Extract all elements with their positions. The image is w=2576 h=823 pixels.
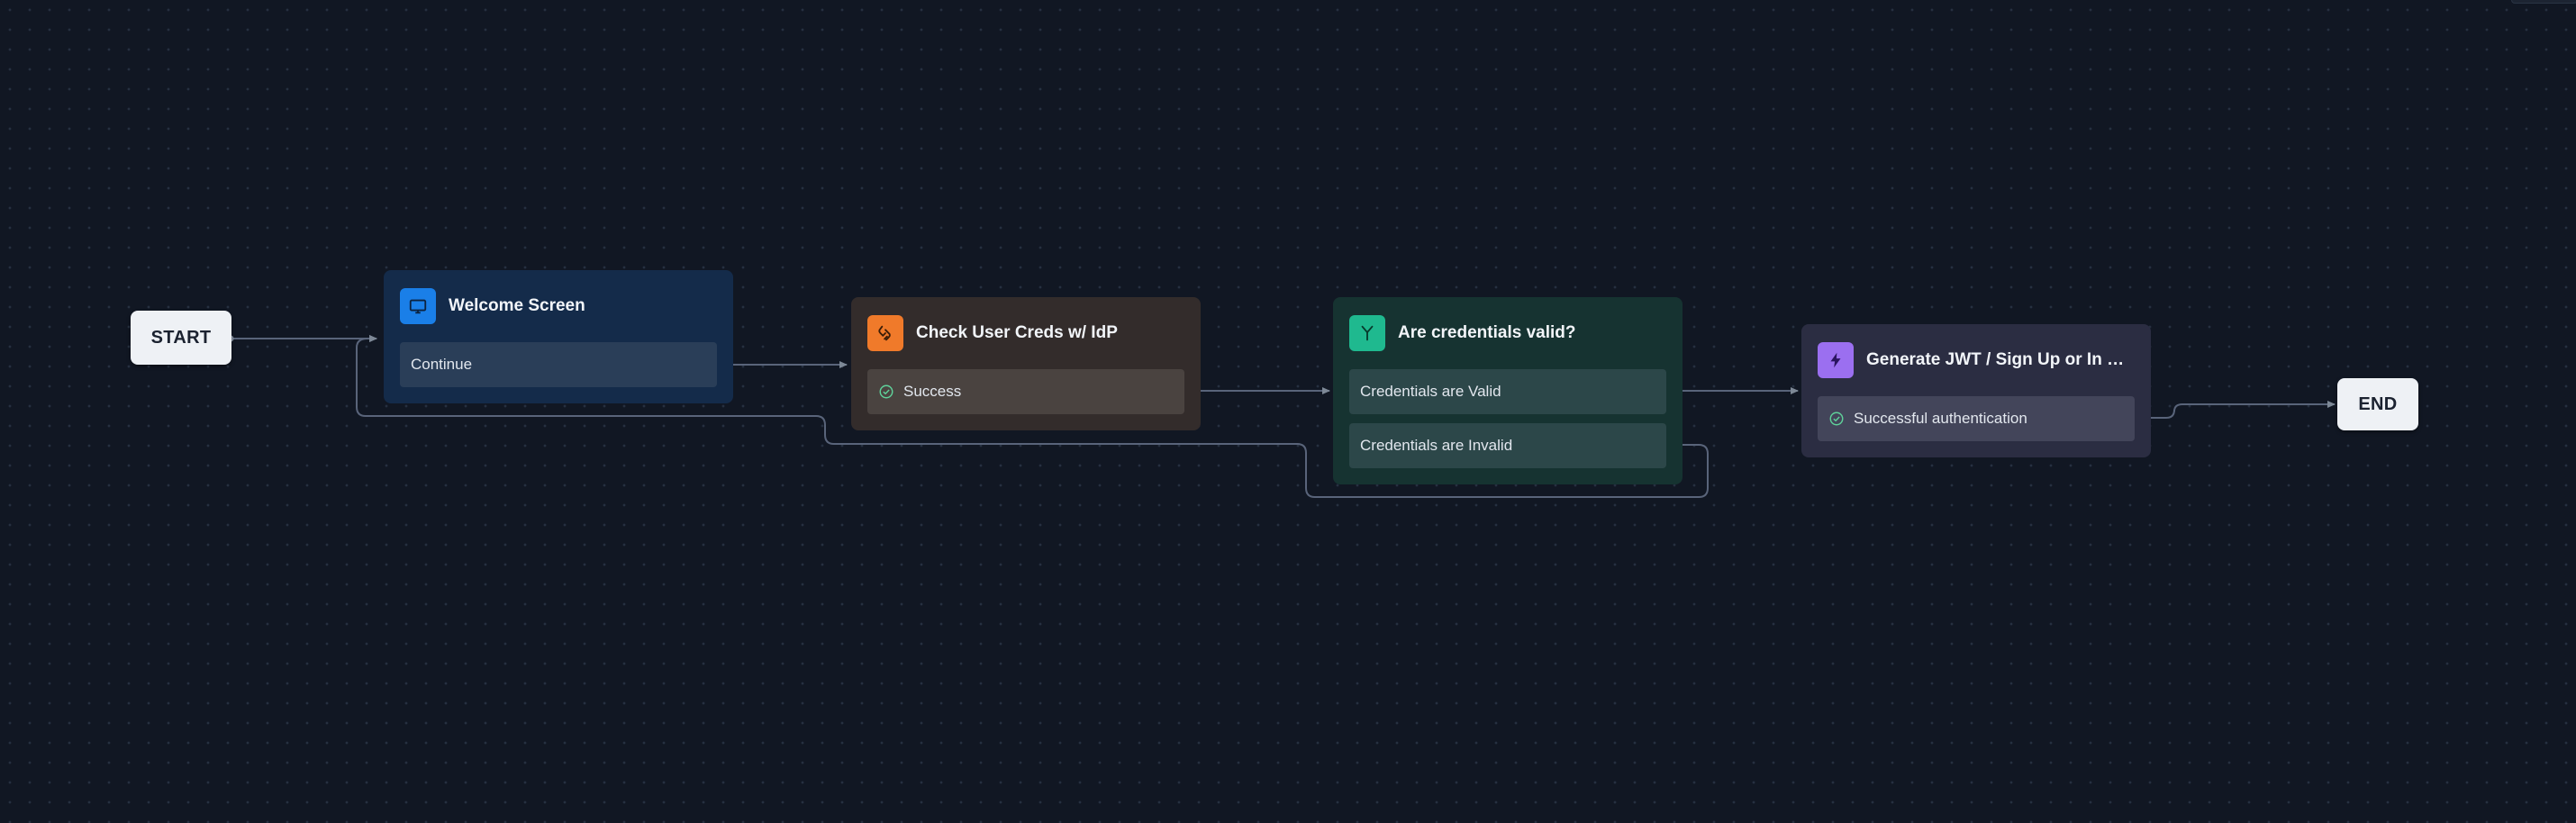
- node-title: Are credentials valid?: [1398, 323, 1576, 342]
- port-label: Credentials are Invalid: [1360, 437, 1513, 454]
- check-circle-icon: [879, 384, 893, 399]
- start-node[interactable]: START: [131, 311, 231, 365]
- corner-control: [2511, 0, 2576, 4]
- edge-jwt-end: [2135, 401, 2336, 419]
- monitor-icon: [400, 288, 436, 324]
- lightning-icon: [1818, 342, 1854, 378]
- connector-icon: [867, 315, 903, 351]
- start-label: START: [150, 327, 212, 348]
- end-node[interactable]: END: [2337, 378, 2418, 430]
- port-credentials-valid[interactable]: Credentials are Valid: [1349, 369, 1666, 414]
- node-generate-jwt[interactable]: Generate JWT / Sign Up or In wit... Succ…: [1801, 324, 2151, 457]
- port-label: Continue: [411, 356, 473, 373]
- port-label: Success: [903, 383, 962, 400]
- node-check-user-creds[interactable]: Check User Creds w/ IdP Success: [851, 297, 1201, 430]
- node-title: Check User Creds w/ IdP: [916, 323, 1118, 342]
- port-continue[interactable]: Continue: [400, 342, 717, 387]
- node-credentials-valid[interactable]: Are credentials valid? Credentials are V…: [1333, 297, 1683, 484]
- edge-invalid-loop: [356, 335, 1709, 498]
- end-label: END: [2358, 393, 2398, 414]
- node-title: Welcome Screen: [449, 296, 585, 315]
- port-label: Successful authentication: [1854, 410, 2027, 427]
- port-success[interactable]: Success: [867, 369, 1184, 414]
- port-label: Credentials are Valid: [1360, 383, 1501, 400]
- check-circle-icon: [1829, 412, 1844, 426]
- branch-icon: [1349, 315, 1385, 351]
- node-title: Generate JWT / Sign Up or In wit...: [1866, 350, 2135, 369]
- port-credentials-invalid[interactable]: Credentials are Invalid: [1349, 423, 1666, 468]
- port-successful-authentication[interactable]: Successful authentication: [1818, 396, 2135, 441]
- node-welcome-screen[interactable]: Welcome Screen Continue: [384, 270, 733, 403]
